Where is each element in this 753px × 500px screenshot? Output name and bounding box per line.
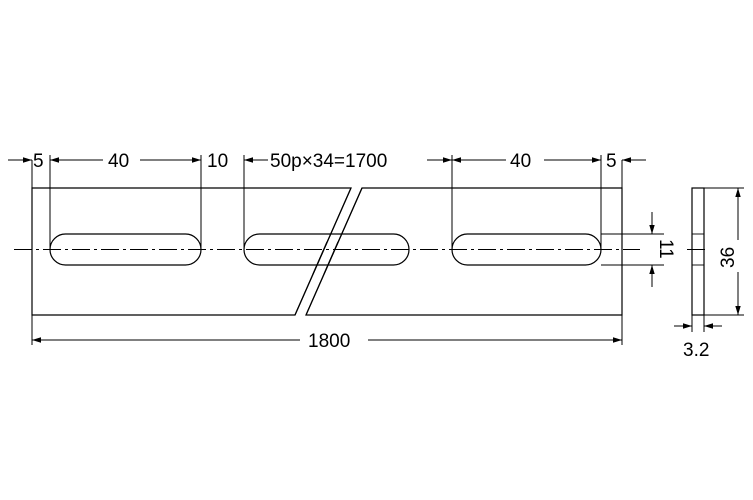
dim-thickness-label: 3.2 [683, 340, 709, 361]
dim-edge-right-label: 5 [606, 151, 617, 172]
dim-edge-left-label: 5 [33, 151, 44, 172]
dim-pitch-label: 50p×34=1700 [270, 151, 387, 172]
side-view-plate [691, 187, 705, 316]
break-line-over-slot-b [323, 241, 339, 275]
dim-slot-width-label: 11 [655, 239, 676, 259]
dim-height-label: 36 [718, 247, 739, 268]
break-line-over-slot-a [312, 241, 328, 275]
dim-slot-length-label: 40 [108, 151, 129, 172]
dim-slot-length-right-label: 40 [510, 151, 531, 172]
dim-gap-label: 10 [207, 151, 228, 172]
dim-total-length-label: 1800 [308, 331, 350, 352]
